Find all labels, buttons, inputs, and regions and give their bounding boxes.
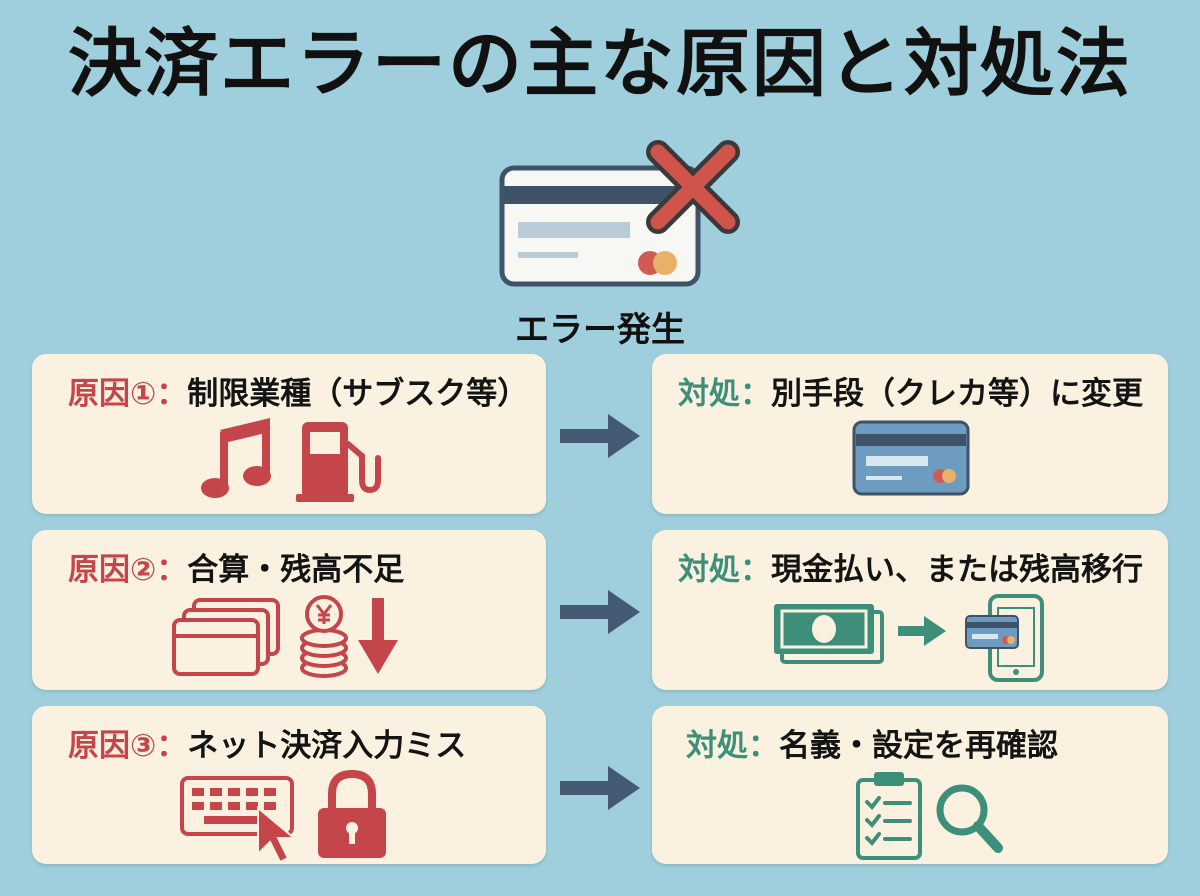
- cause-text-2: 合算・残高不足: [187, 552, 405, 588]
- fix-heading-2: 対処：現金払い、または残高移行: [678, 544, 1143, 589]
- cause-text-3: ネット決済入力ミス: [187, 728, 467, 764]
- smartphone-icon: [965, 594, 1044, 682]
- fix-label-3: 対処: [686, 728, 748, 764]
- fix-label-2: 対処: [678, 552, 740, 588]
- fix-heading-3: 対処：名義・設定を再確認: [686, 720, 1058, 765]
- cause-box-3: 原因③：ネット決済入力ミス: [32, 706, 546, 864]
- cause-heading-1: 原因①：制限業種（サブスク等）: [68, 368, 528, 413]
- fix-label-1: 対処: [678, 376, 740, 412]
- cause-box-2: 原因②：合算・残高不足: [32, 530, 546, 690]
- cause-text-1: 制限業種（サブスク等）: [187, 376, 529, 412]
- cause-colon-1: ：: [156, 376, 188, 412]
- cause-colon-2: ：: [156, 552, 188, 588]
- clipboard-checklist-icon: [856, 772, 922, 860]
- stacked-cards-icon: [172, 598, 280, 676]
- credit-card-icon: [852, 420, 970, 496]
- fix-text-1: 別手段（クレカ等）に変更: [771, 376, 1143, 412]
- yen-coins-icon: [300, 595, 348, 678]
- right-arrow-icon: [560, 766, 640, 810]
- fix-text-2: 現金払い、または残高移行: [771, 552, 1143, 588]
- magnifier-icon: [936, 784, 1003, 853]
- music-note-icon: [201, 418, 271, 498]
- fix-colon-1: ：: [740, 376, 771, 412]
- page-title: 決済エラーの主な原因と対処法: [68, 21, 1132, 107]
- cause-box-1: 原因①：制限業種（サブスク等）: [32, 354, 546, 514]
- banknote-icon: [774, 604, 884, 664]
- error-card-icon: [499, 140, 740, 287]
- error-caption: エラー発生: [515, 310, 685, 350]
- cause-label-2: 原因②: [68, 552, 157, 588]
- fix-text-3: 名義・設定を再確認: [779, 728, 1058, 764]
- cursor-icon: [257, 805, 297, 864]
- down-arrow-icon: [358, 598, 398, 674]
- cause-label-1: 原因①: [68, 376, 157, 412]
- right-arrow-icon: [560, 414, 640, 458]
- fix-box-1: 対処：別手段（クレカ等）に変更: [652, 354, 1168, 514]
- cause-heading-3: 原因③：ネット決済入力ミス: [68, 720, 466, 765]
- red-x-icon: [646, 140, 740, 234]
- fuel-pump-icon: [296, 422, 381, 502]
- fix-box-2: 対処：現金払い、または残高移行: [652, 530, 1168, 690]
- cause-label-3: 原因③: [68, 728, 157, 764]
- fix-heading-1: 対処：別手段（クレカ等）に変更: [678, 368, 1143, 413]
- right-arrow-icon: [898, 616, 946, 646]
- padlock-icon: [318, 770, 386, 858]
- fix-colon-3: ：: [748, 728, 779, 764]
- right-arrow-icon: [560, 590, 640, 634]
- cause-colon-3: ：: [156, 728, 188, 764]
- fix-colon-2: ：: [740, 552, 771, 588]
- fix-box-3: 対処：名義・設定を再確認: [652, 706, 1168, 864]
- cause-heading-2: 原因②：合算・残高不足: [68, 544, 404, 589]
